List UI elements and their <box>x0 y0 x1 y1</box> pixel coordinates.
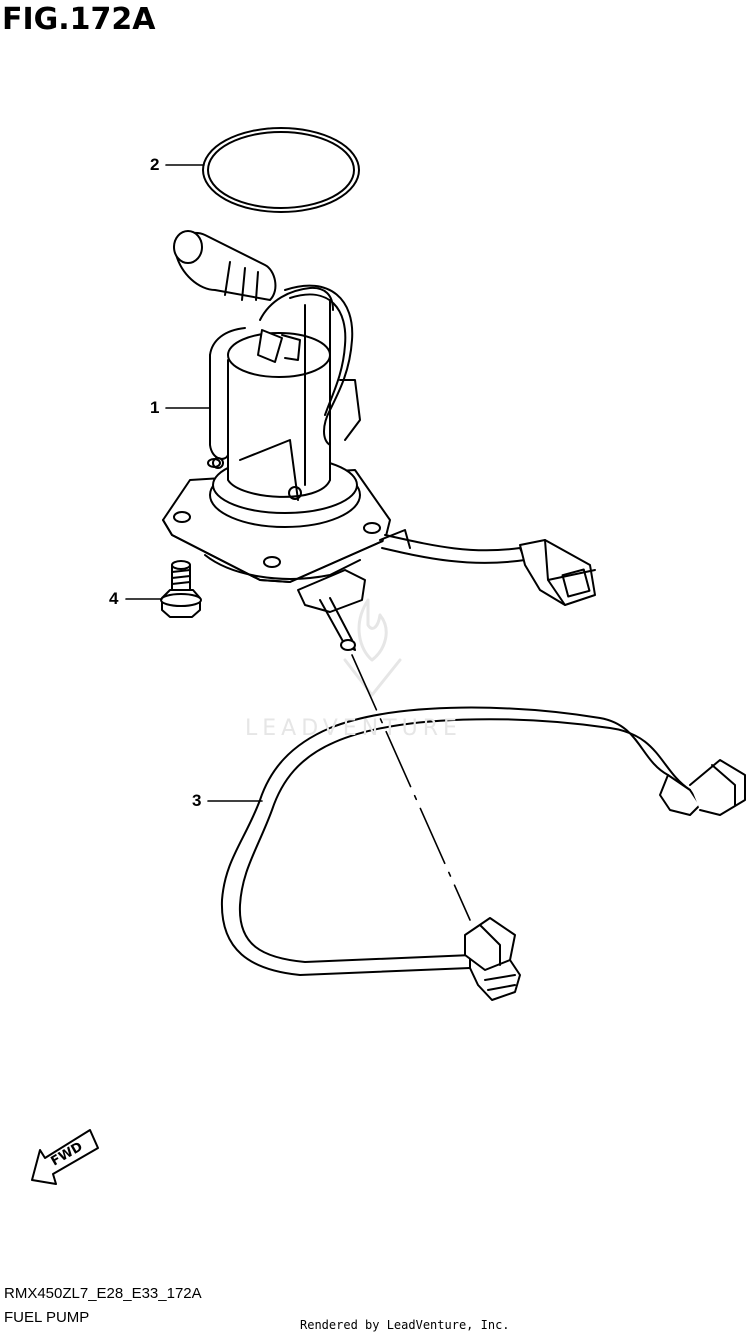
bolt[interactable] <box>160 560 202 618</box>
figure-code: RMX450ZL7_E28_E33_172A <box>4 1285 202 1302</box>
render-credit: Rendered by LeadVenture, Inc. <box>300 1318 510 1332</box>
watermark-logo <box>343 598 402 697</box>
fwd-arrow-icon: FWD <box>31 1129 99 1185</box>
o-ring[interactable] <box>202 127 360 213</box>
watermark-text: LEADVENTURE <box>245 716 462 741</box>
callout-1[interactable]: 1 <box>150 398 160 417</box>
fuel-hose[interactable] <box>220 706 746 1001</box>
callout-4[interactable]: 4 <box>109 589 119 608</box>
fuel-pump-assembly[interactable] <box>162 230 596 651</box>
assembly-line <box>351 654 471 921</box>
figure-name: FUEL PUMP <box>4 1309 90 1326</box>
callout-3[interactable]: 3 <box>192 791 202 810</box>
callout-2[interactable]: 2 <box>150 155 160 174</box>
figure-title: FIG.172A <box>2 2 156 37</box>
